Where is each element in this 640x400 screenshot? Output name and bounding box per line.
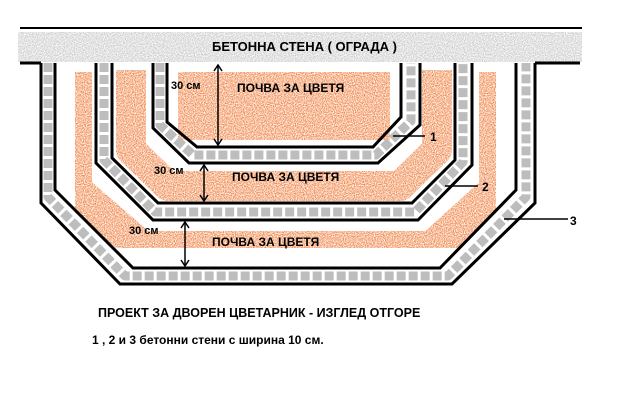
wall-2-band — [99, 63, 468, 217]
wall-3-inner-line — [53, 63, 518, 270]
soil-label-3: ПОЧВА ЗА ЦВЕТЯ — [212, 235, 319, 249]
soil-label-1: ПОЧВА ЗА ЦВЕТЯ — [237, 81, 344, 95]
arrowhead — [180, 259, 190, 268]
arrowhead — [213, 63, 223, 72]
arrowhead — [180, 220, 190, 229]
wall-1-inner-line — [165, 63, 403, 149]
arrowhead — [213, 138, 223, 147]
depth-label-1: 30 см — [171, 80, 201, 92]
soil-label-2: ПОЧВА ЗА ЦВЕТЯ — [232, 170, 339, 184]
soil-bed-1 — [178, 72, 390, 140]
wall-3-band — [43, 63, 531, 281]
concrete-walls — [43, 63, 531, 281]
wall-outlines — [39, 63, 537, 286]
depth-label-2: 30 см — [154, 165, 184, 177]
fence-label: БЕТОННА СТЕНА ( ОГРАДА ) — [212, 39, 397, 54]
wall-2-inner-line — [110, 63, 457, 205]
soil-bed-2 — [116, 70, 452, 201]
dimension-arrows — [180, 63, 223, 268]
fence-wall — [18, 32, 582, 62]
wall-1-band — [155, 63, 416, 160]
wall-number-2: 2 — [482, 180, 489, 194]
wall-number-1: 1 — [430, 130, 437, 144]
arrowhead — [199, 163, 209, 172]
leader-lines — [393, 135, 568, 220]
depth-label-3: 30 см — [129, 225, 159, 237]
caption-note: 1 , 2 и 3 бетонни стени с ширина 10 см. — [92, 333, 324, 347]
wall-3-outer-line — [39, 63, 537, 286]
soil-bed-3 — [58, 72, 513, 265]
soil-beds — [58, 70, 513, 265]
wall-1-outer-line — [151, 63, 422, 165]
wall-2-outer-line — [94, 63, 474, 222]
wall-number-3: 3 — [570, 214, 577, 228]
arrowhead — [199, 194, 209, 203]
caption-title: ПРОЕКТ ЗА ДВОРЕН ЦВЕТАРНИК - ИЗГЛЕД ОТГО… — [98, 306, 420, 320]
